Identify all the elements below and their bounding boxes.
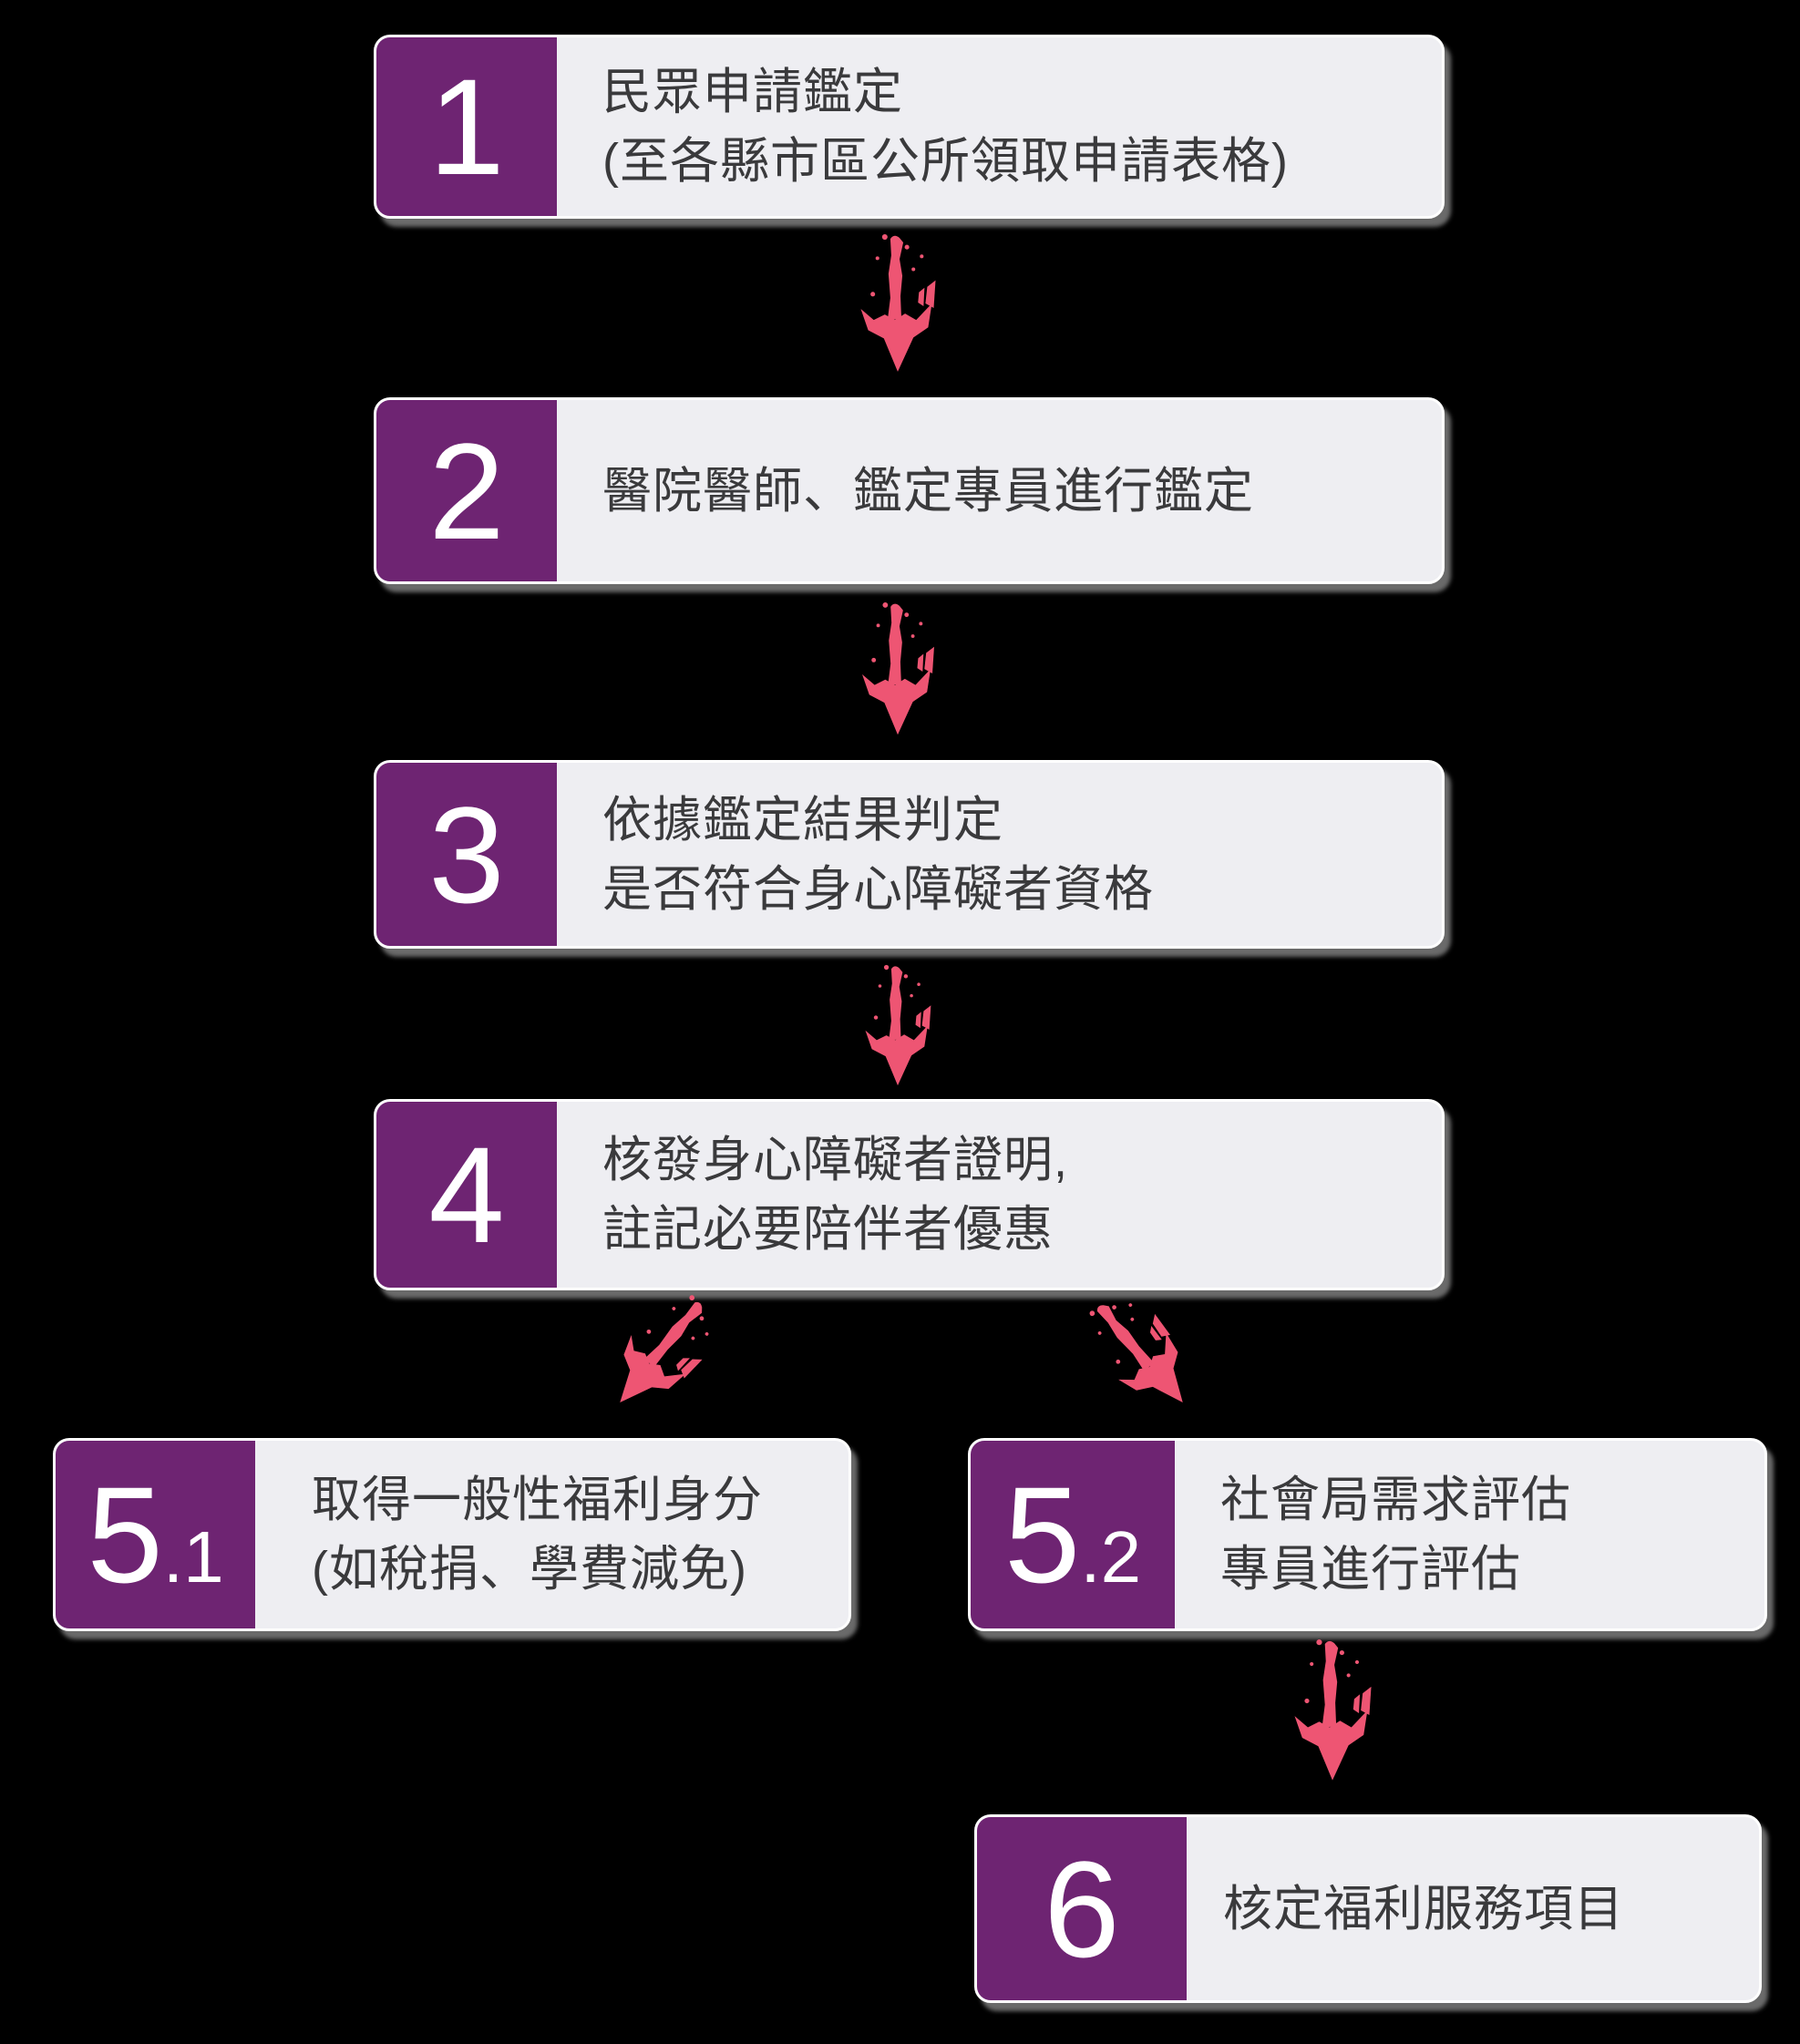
- step-1-text: 民眾申請鑑定 (至各縣市區公所領取申請表格): [557, 37, 1442, 216]
- step-5-1-number-suffix: .1: [162, 1516, 224, 1597]
- step-box-4: 4 核發身心障礙者證明, 註記必要陪伴者優惠: [374, 1099, 1445, 1290]
- step-box-3: 3 依據鑑定結果判定 是否符合身心障礙者資格: [374, 760, 1445, 949]
- step-text-line: 依據鑑定結果判定: [602, 792, 1003, 847]
- step-2-text: 醫院醫師、鑑定專員進行鑑定: [557, 400, 1442, 581]
- step-5-2-text: 社會局需求評估 專員進行評估: [1175, 1441, 1764, 1628]
- arrow-step5-2-to-step6-icon: [1269, 1638, 1396, 1790]
- step-6-text: 核定福利服務項目: [1187, 1817, 1759, 2000]
- step-text-line: (如稅捐、學費減免): [312, 1542, 747, 1597]
- arrow-step3-to-step4-icon: [837, 964, 959, 1094]
- step-6-number-tile: 6: [977, 1817, 1187, 2000]
- step-5-1-number-tile: 5.1: [56, 1441, 255, 1628]
- step-text-line: 民眾申請鑑定: [602, 65, 903, 119]
- arrow-step1-to-step2-icon: [837, 233, 959, 381]
- step-text-line: 專員進行評估: [1220, 1542, 1521, 1597]
- step-3-number: 3: [428, 777, 505, 931]
- step-5-2-number-suffix: .2: [1080, 1516, 1142, 1597]
- step-3-number-tile: 3: [376, 763, 557, 946]
- step-text-line: 核發身心障礙者證明,: [602, 1133, 1069, 1187]
- step-text-line: 核定福利服務項目: [1223, 1881, 1624, 1936]
- step-1-number: 1: [428, 50, 505, 203]
- step-4-number: 4: [428, 1118, 505, 1271]
- step-text-line: 註記必要陪伴者優惠: [602, 1202, 1054, 1257]
- step-text-line: 醫院醫師、鑑定專員進行鑑定: [602, 463, 1254, 519]
- step-5-1-number: 5.1: [87, 1458, 224, 1611]
- step-text-line: 是否符合身心障礙者資格: [602, 861, 1154, 917]
- step-text-line: 取得一般性福利身分: [312, 1473, 763, 1527]
- step-6-number: 6: [1044, 1832, 1120, 1986]
- step-5-1-text: 取得一般性福利身分 (如稅捐、學費減免): [255, 1441, 849, 1628]
- arrow-step2-to-step3-icon: [837, 601, 959, 744]
- step-5-2-number: 5.2: [1003, 1458, 1142, 1611]
- step-box-5-2: 5.2 社會局需求評估 專員進行評估: [968, 1438, 1767, 1631]
- step-box-2: 2 醫院醫師、鑑定專員進行鑑定: [374, 397, 1445, 584]
- step-5-2-number-tile: 5.2: [971, 1441, 1175, 1628]
- step-2-number-tile: 2: [376, 400, 557, 581]
- step-box-6: 6 核定福利服務項目: [974, 1814, 1762, 2003]
- step-3-text: 依據鑑定結果判定 是否符合身心障礙者資格: [557, 763, 1442, 946]
- step-4-number-tile: 4: [376, 1102, 557, 1288]
- step-4-text: 核發身心障礙者證明, 註記必要陪伴者優惠: [557, 1102, 1442, 1288]
- step-box-1: 1 民眾申請鑑定 (至各縣市區公所領取申請表格): [374, 35, 1445, 219]
- step-text-line: (至各縣市區公所領取申請表格): [602, 134, 1289, 189]
- step-2-number: 2: [428, 414, 505, 568]
- step-box-5-1: 5.1 取得一般性福利身分 (如稅捐、學費減免): [53, 1438, 851, 1631]
- step-1-number-tile: 1: [376, 37, 557, 216]
- step-text-line: 社會局需求評估: [1220, 1473, 1571, 1527]
